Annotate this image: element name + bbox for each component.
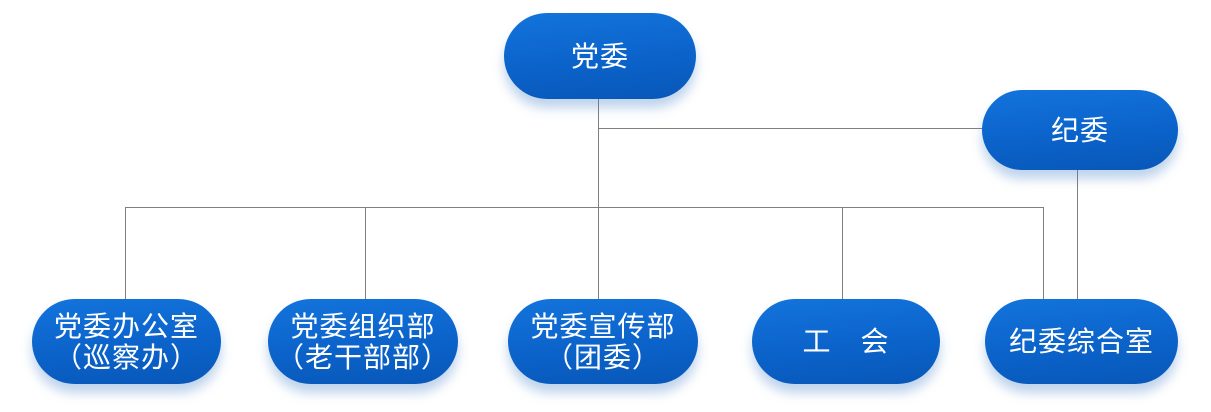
connector-distribution-bar: [125, 207, 1044, 208]
node-jiwei-office-label: 纪委综合室: [1008, 325, 1154, 358]
node-jiwei-label: 纪委: [1050, 113, 1109, 147]
node-propaganda-dept: 党委宣传部 （团委）: [508, 299, 698, 384]
node-org-dept: 党委组织部 （老干部部）: [268, 299, 458, 384]
node-dangwei-label: 党委: [570, 39, 629, 73]
connector-jiwei-to-jiwei-office: [1077, 170, 1078, 299]
node-dangwei: 党委: [504, 13, 696, 99]
node-labor-union-label: 工 会: [802, 325, 890, 358]
node-org-dept-line1: 党委组织部: [290, 309, 436, 343]
connector-drop-jiwei-office: [1043, 207, 1044, 299]
node-propaganda-dept-line2: （团委）: [544, 340, 661, 374]
node-jiwei-office: 纪委综合室: [985, 299, 1178, 384]
connector-drop-dangwei-office: [125, 207, 126, 299]
node-dangwei-office-line1: 党委办公室: [53, 309, 199, 343]
connector-drop-labor-union: [842, 207, 843, 299]
node-propaganda-dept-line1: 党委宣传部: [530, 309, 676, 343]
connector-dangwei-vertical: [598, 99, 599, 299]
node-dangwei-office: 党委办公室 （巡察办）: [32, 299, 221, 384]
connector-dangwei-to-jiwei: [598, 128, 982, 129]
node-org-dept-line2: （老干部部）: [275, 340, 450, 374]
connector-drop-org-dept: [365, 207, 366, 299]
node-jiwei: 纪委: [982, 90, 1178, 170]
node-labor-union: 工 会: [752, 299, 940, 384]
node-dangwei-office-line2: （巡察办）: [53, 340, 199, 374]
